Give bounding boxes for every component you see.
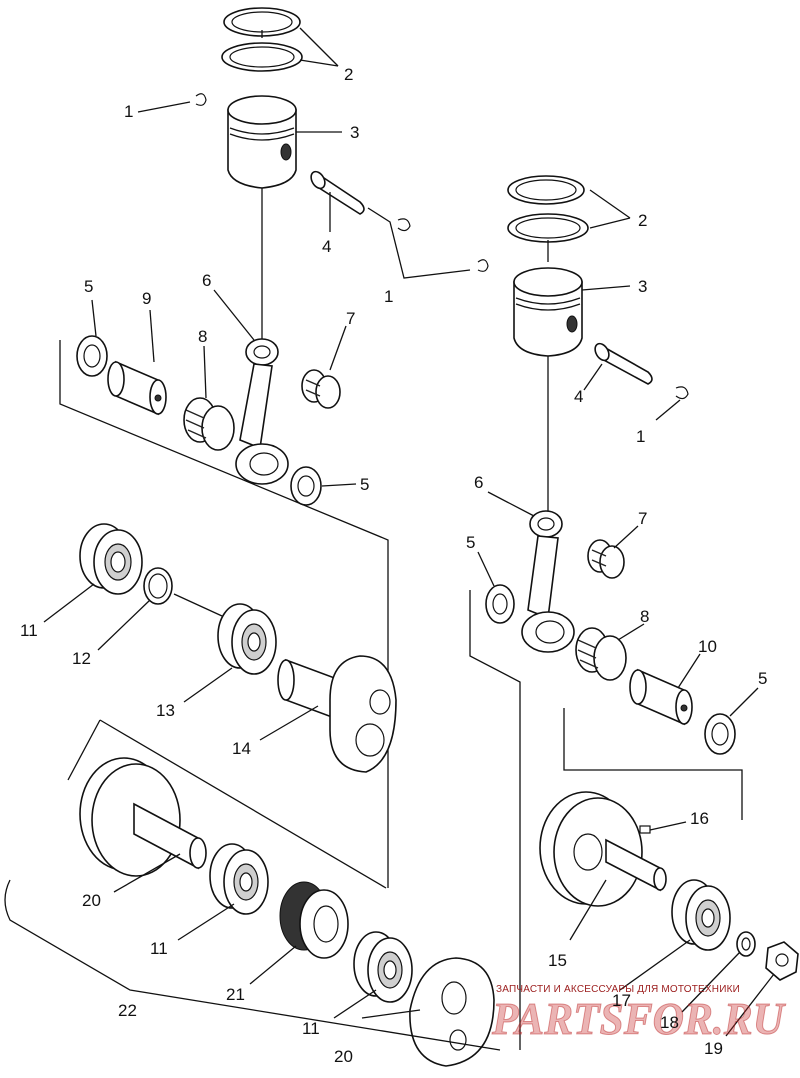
bearing-11-upper <box>79 523 143 595</box>
labyrinth-seal-21 <box>279 881 349 959</box>
left-big-end-bearing <box>183 397 235 451</box>
right-rod-group <box>469 356 743 1050</box>
watermark-logo: PARTSFOR.RU <box>491 993 787 1044</box>
callout-14: 14 <box>232 739 251 758</box>
right-thrust-washer-2 <box>704 713 736 755</box>
callout-17: 17 <box>612 991 631 1010</box>
left-small-end-bearing <box>301 369 341 409</box>
bearing-17 <box>671 879 731 951</box>
leader-lines <box>43 27 775 1037</box>
right-connecting-rod <box>521 510 575 653</box>
bearing-13 <box>217 603 277 675</box>
left-thrust-washer <box>76 335 108 377</box>
snap-ring-12 <box>143 567 173 605</box>
left-thrust-washer-2 <box>290 466 322 506</box>
right-piston-clip <box>477 259 489 272</box>
callout-6: 6 <box>474 473 483 492</box>
flywheel-half-20 <box>79 757 207 877</box>
right-piston <box>513 267 583 357</box>
callout-3: 3 <box>638 277 647 296</box>
watermark: ЗАПЧАСТИ И АКСЕССУАРЫ ДЛЯ МОТОТЕХНИКИ PA… <box>491 984 788 1045</box>
right-big-end-bearing <box>575 627 627 681</box>
callout-16: 16 <box>690 809 709 828</box>
left-connecting-rod <box>235 338 289 485</box>
right-small-end-bearing <box>587 539 625 579</box>
callout-20: 20 <box>82 891 101 910</box>
callout-1: 1 <box>384 287 393 306</box>
callout-5: 5 <box>466 533 475 552</box>
callout-5: 5 <box>360 475 369 494</box>
left-piston-clip-2 <box>397 218 411 232</box>
callout-2: 2 <box>344 65 353 84</box>
crank-half-15 <box>539 791 667 907</box>
left-piston <box>227 95 297 189</box>
callout-11: 11 <box>302 1019 320 1038</box>
callout-5: 5 <box>758 669 767 688</box>
callout-11: 11 <box>150 939 168 958</box>
callout-labels: 1 2 3 4 1 5 9 6 7 8 5 2 3 4 1 6 7 5 8 10… <box>20 65 767 1066</box>
left-crank-group <box>79 523 397 773</box>
watermark-tagline: ЗАПЧАСТИ И АКСЕССУАРЫ ДЛЯ МОТОТЕХНИКИ <box>496 984 740 995</box>
callout-20: 20 <box>334 1047 353 1066</box>
flywheel-half-20-lower <box>409 957 495 1067</box>
woodruff-key-16 <box>639 825 651 834</box>
callout-19: 19 <box>704 1039 723 1058</box>
crank-pin-10 <box>629 668 693 726</box>
right-crank-group <box>539 791 799 981</box>
right-piston-clip-2 <box>675 386 689 400</box>
callout-5: 5 <box>84 277 93 296</box>
callout-12: 12 <box>72 649 91 668</box>
callout-7: 7 <box>638 509 647 528</box>
right-piston-pin <box>594 342 653 385</box>
callout-9: 9 <box>142 289 151 308</box>
callout-2: 2 <box>638 211 647 230</box>
callout-10: 10 <box>698 637 717 656</box>
right-thrust-washer <box>485 584 515 624</box>
callout-4: 4 <box>322 237 331 256</box>
callout-7: 7 <box>346 309 355 328</box>
left-piston-pin <box>310 170 365 215</box>
callout-3: 3 <box>350 123 359 142</box>
callout-18: 18 <box>660 1013 679 1032</box>
callout-22: 22 <box>118 1001 137 1020</box>
washer-18 <box>736 931 756 957</box>
callout-6: 6 <box>202 271 211 290</box>
callout-15: 15 <box>548 951 567 970</box>
bearing-11-middle <box>209 843 269 915</box>
nut-19 <box>765 941 799 981</box>
left-piston-clip <box>195 93 207 106</box>
bearing-11-lower <box>353 931 413 1003</box>
callout-13: 13 <box>156 701 175 720</box>
callout-11: 11 <box>20 621 38 640</box>
callout-1: 1 <box>636 427 645 446</box>
crank-half-14 <box>277 655 397 773</box>
right-piston-rings <box>507 175 589 262</box>
left-rod-group <box>59 188 389 888</box>
bottom-crank-group <box>4 719 501 1067</box>
right-piston-group <box>477 175 689 400</box>
callout-8: 8 <box>640 607 649 626</box>
left-piston-rings <box>221 7 303 72</box>
callout-4: 4 <box>574 387 583 406</box>
left-piston-group <box>195 7 471 279</box>
crank-pin-9 <box>107 360 167 416</box>
callout-1: 1 <box>124 102 133 121</box>
callout-8: 8 <box>198 327 207 346</box>
callout-21: 21 <box>226 985 245 1004</box>
